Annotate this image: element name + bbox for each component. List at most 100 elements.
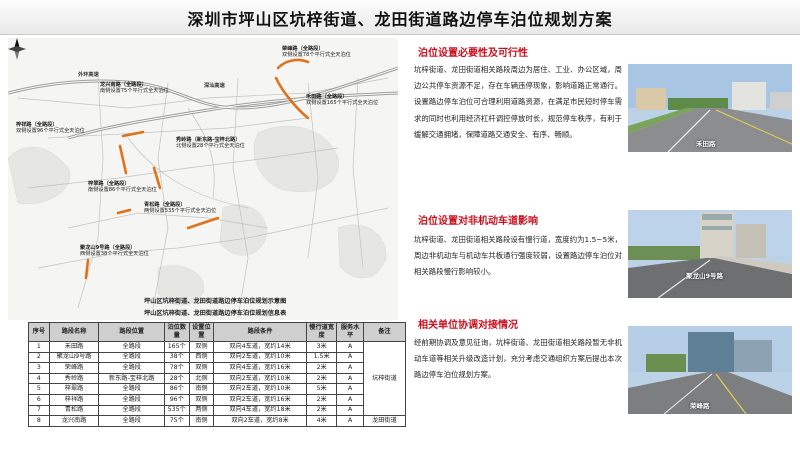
cell: 78个 [163,362,190,374]
photo-label: 禾田路 [696,140,716,148]
cell: 西侧 [188,351,215,364]
cell: 535个 [163,404,190,417]
th-walkway: 慢行道宽度 [305,322,338,342]
cell: 梓祥路 [48,393,100,406]
cell: 28个 [163,372,190,385]
map-label: 梓祥路（全路段） 双侧设置96个平行式全天泊位 [16,122,85,135]
cell: 全路段 [98,351,165,364]
map-label: 龙兴南路（全路段） 南侧设置75个平行式全天泊位 [100,82,169,95]
cell: 全路段 [98,362,165,374]
cell: 南侧 [188,415,215,427]
photo-road-2: 聚龙山9号路 [628,210,792,298]
cell: 双向2车道，宽约10米 [213,351,307,364]
map-label: 禾田路（全路段） 双侧设置165个平行式全天泊位 [306,94,379,107]
th-service: 服务水平 [336,322,364,342]
cell: 龙兴南路 [48,415,100,427]
map-label: 梓翠路（全路段） 南侧设置86个平行式全天泊位 [88,181,157,194]
parking-info-table: 序号 路段名称 路段位置 泊位数量 设置位置 路段条件 慢行道宽度 服务水平 备… [28,322,407,427]
cell: 禾田路 [48,341,100,353]
cell: A [336,341,364,353]
map-label: 秀岭路（新东路-宝梓北路） 北侧设置28个平行式全天泊位 [176,137,245,150]
cell: 75个 [163,415,190,427]
cell: 2米 [305,362,338,374]
cell: 3 [28,362,50,374]
cell: A [336,372,364,385]
th-remark: 备注 [362,322,407,342]
cell: 双侧 [188,341,215,353]
photo-label: 聚龙山9号路 [686,272,724,280]
th-position: 设置位置 [188,322,215,342]
photo-road-3: 荣峰路 [628,326,792,414]
road-label: 深汕高速 [204,83,225,89]
cell: A [336,351,364,364]
road-photo-image [628,326,792,414]
map-label: 青松路（全路段） 两侧设置535个平行式全天泊位 [144,202,217,215]
section-text-impact: 坑梓街道、龙田街道相关路段设有慢行道，宽度约为1.5~5米，周边非机动车与机动车… [414,235,622,277]
photo-label: 荣峰路 [690,402,710,410]
cell: 4米 [305,415,338,427]
cell: 双向2车道，宽约16米 [213,393,307,406]
photo-road-1: 禾田路 [628,64,792,152]
section-heading-impact: 泊位设置对非机动车道影响 [418,216,538,227]
map-caption: 坪山区坑梓街道、龙田街道路边停车泊位规划示意图 [144,298,287,305]
cell: 4 [28,372,50,385]
cell: 南侧 [188,383,215,395]
cell: 双向2车道，宽约10米 [213,372,307,385]
cell: 96个 [163,393,190,406]
th-road: 路段名称 [48,322,100,342]
cell: 全路段 [98,341,165,353]
cell: 38个 [163,351,190,364]
planning-map: 外环高速 深汕高速 荣峰路（全路段） 双侧设置78个平行式全天泊位 龙兴南路（全… [8,38,398,320]
cell: 8 [28,415,50,427]
cell: 2米 [305,372,338,385]
cell: 2 [28,351,50,364]
th-location: 路段位置 [98,322,165,342]
page-title: 深圳市坪山区坑梓街道、龙田街道路边停车泊位规划方案 [187,10,613,29]
map-roads [8,38,398,320]
section-text-necessity: 坑梓街道、龙田街道相关路段周边为居住、工业、办公区域，周边公共停车资源不足，存在… [414,65,622,139]
cell: 青松路 [48,404,100,417]
cell: 全路段 [98,393,165,406]
cell: A [336,383,364,395]
th-condition: 路段条件 [213,322,307,342]
cell: A [336,393,364,406]
cell: 荣峰路 [48,362,100,374]
map-label: 聚龙山9号路（全路段） 西侧设置38个平行式全天泊位 [80,245,149,258]
cell: 全路段 [98,415,165,427]
table-header-row: 序号 路段名称 路段位置 泊位数量 设置位置 路段条件 慢行道宽度 服务水平 备… [28,322,407,342]
cell: A [336,404,364,417]
cell: 3米 [305,341,338,353]
cell: 北侧 [188,372,215,385]
table-caption: 坪山区坑梓街道、龙田街道路边停车泊位规划信息表 [144,310,287,317]
cell: 双向2车道，宽约8米 [213,415,307,427]
cell: 1 [28,341,50,353]
cell: 5米 [305,383,338,395]
cell: 双向4车道，宽约14米 [213,341,307,353]
remark-last-cell: 龙田街道 [362,415,407,427]
title-bar [0,0,800,35]
road-photo-image [628,210,792,298]
cell: 7 [28,404,50,417]
cell: 86个 [163,383,190,395]
cell: 5 [28,383,50,395]
cell: A [336,415,364,427]
th-index: 序号 [28,322,50,342]
road-photo-image [628,64,792,152]
compass-icon [8,38,26,60]
cell: 6 [28,393,50,406]
cell: 双侧 [188,362,215,374]
cell: 全路段 [98,383,165,395]
cell: 双向4车道，宽约16米 [213,362,307,374]
th-count: 泊位数量 [163,322,190,342]
cell: 2米 [305,393,338,406]
road-label: 外环高速 [78,72,99,78]
cell: 165个 [163,341,190,353]
